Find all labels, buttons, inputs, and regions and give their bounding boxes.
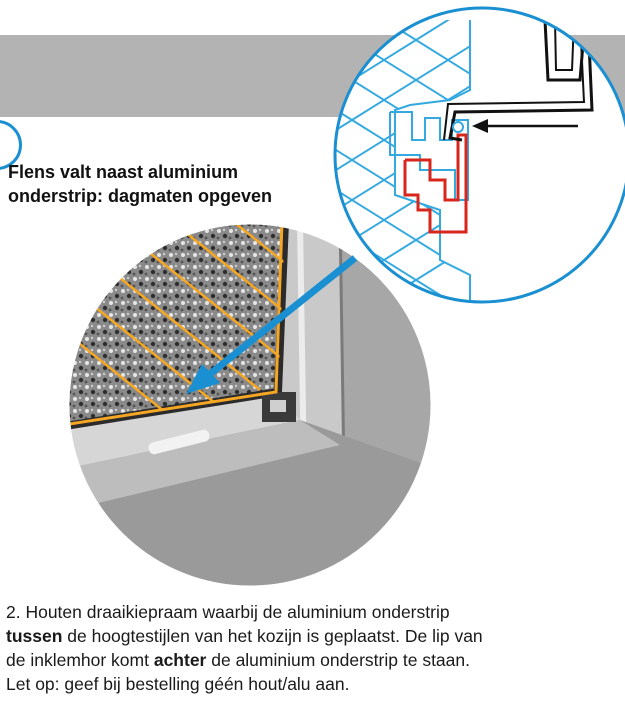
caption-bold-achter: achter: [153, 650, 207, 670]
title-line-2: onderstrip: dagmaten opgeven: [8, 186, 273, 206]
caption-line-1: 2. Houten draaikiepraam waarbij de alumi…: [6, 602, 450, 622]
figure-caption: 2. Houten draaikiepraam waarbij de alumi…: [6, 600, 618, 696]
caption-line-3: de inklemhor komt achter de aluminium on…: [6, 648, 618, 672]
caption-line-3-start: de inklemhor komt: [6, 650, 154, 670]
caption-line-2: tussen de hoogtestijlen van het kozijn i…: [6, 624, 618, 648]
section-detail-circle: [333, 6, 625, 304]
pointer-arrow: [186, 255, 358, 394]
caption-line-2-rest: de hoogtestijlen van het kozijn is gepla…: [62, 626, 483, 646]
caption-bold-tussen: tussen: [6, 626, 63, 646]
title-line-1: Flens valt naast aluminium: [8, 162, 239, 182]
diagram-title: Flens valt naast aluminium onderstrip: d…: [8, 160, 338, 208]
caption-line-4: Let op: geef bij bestelling géén hout/al…: [6, 674, 350, 694]
photo-closeup-circle: [66, 221, 434, 589]
caption-line-3-rest: de aluminium onderstrip te staan.: [206, 650, 470, 670]
